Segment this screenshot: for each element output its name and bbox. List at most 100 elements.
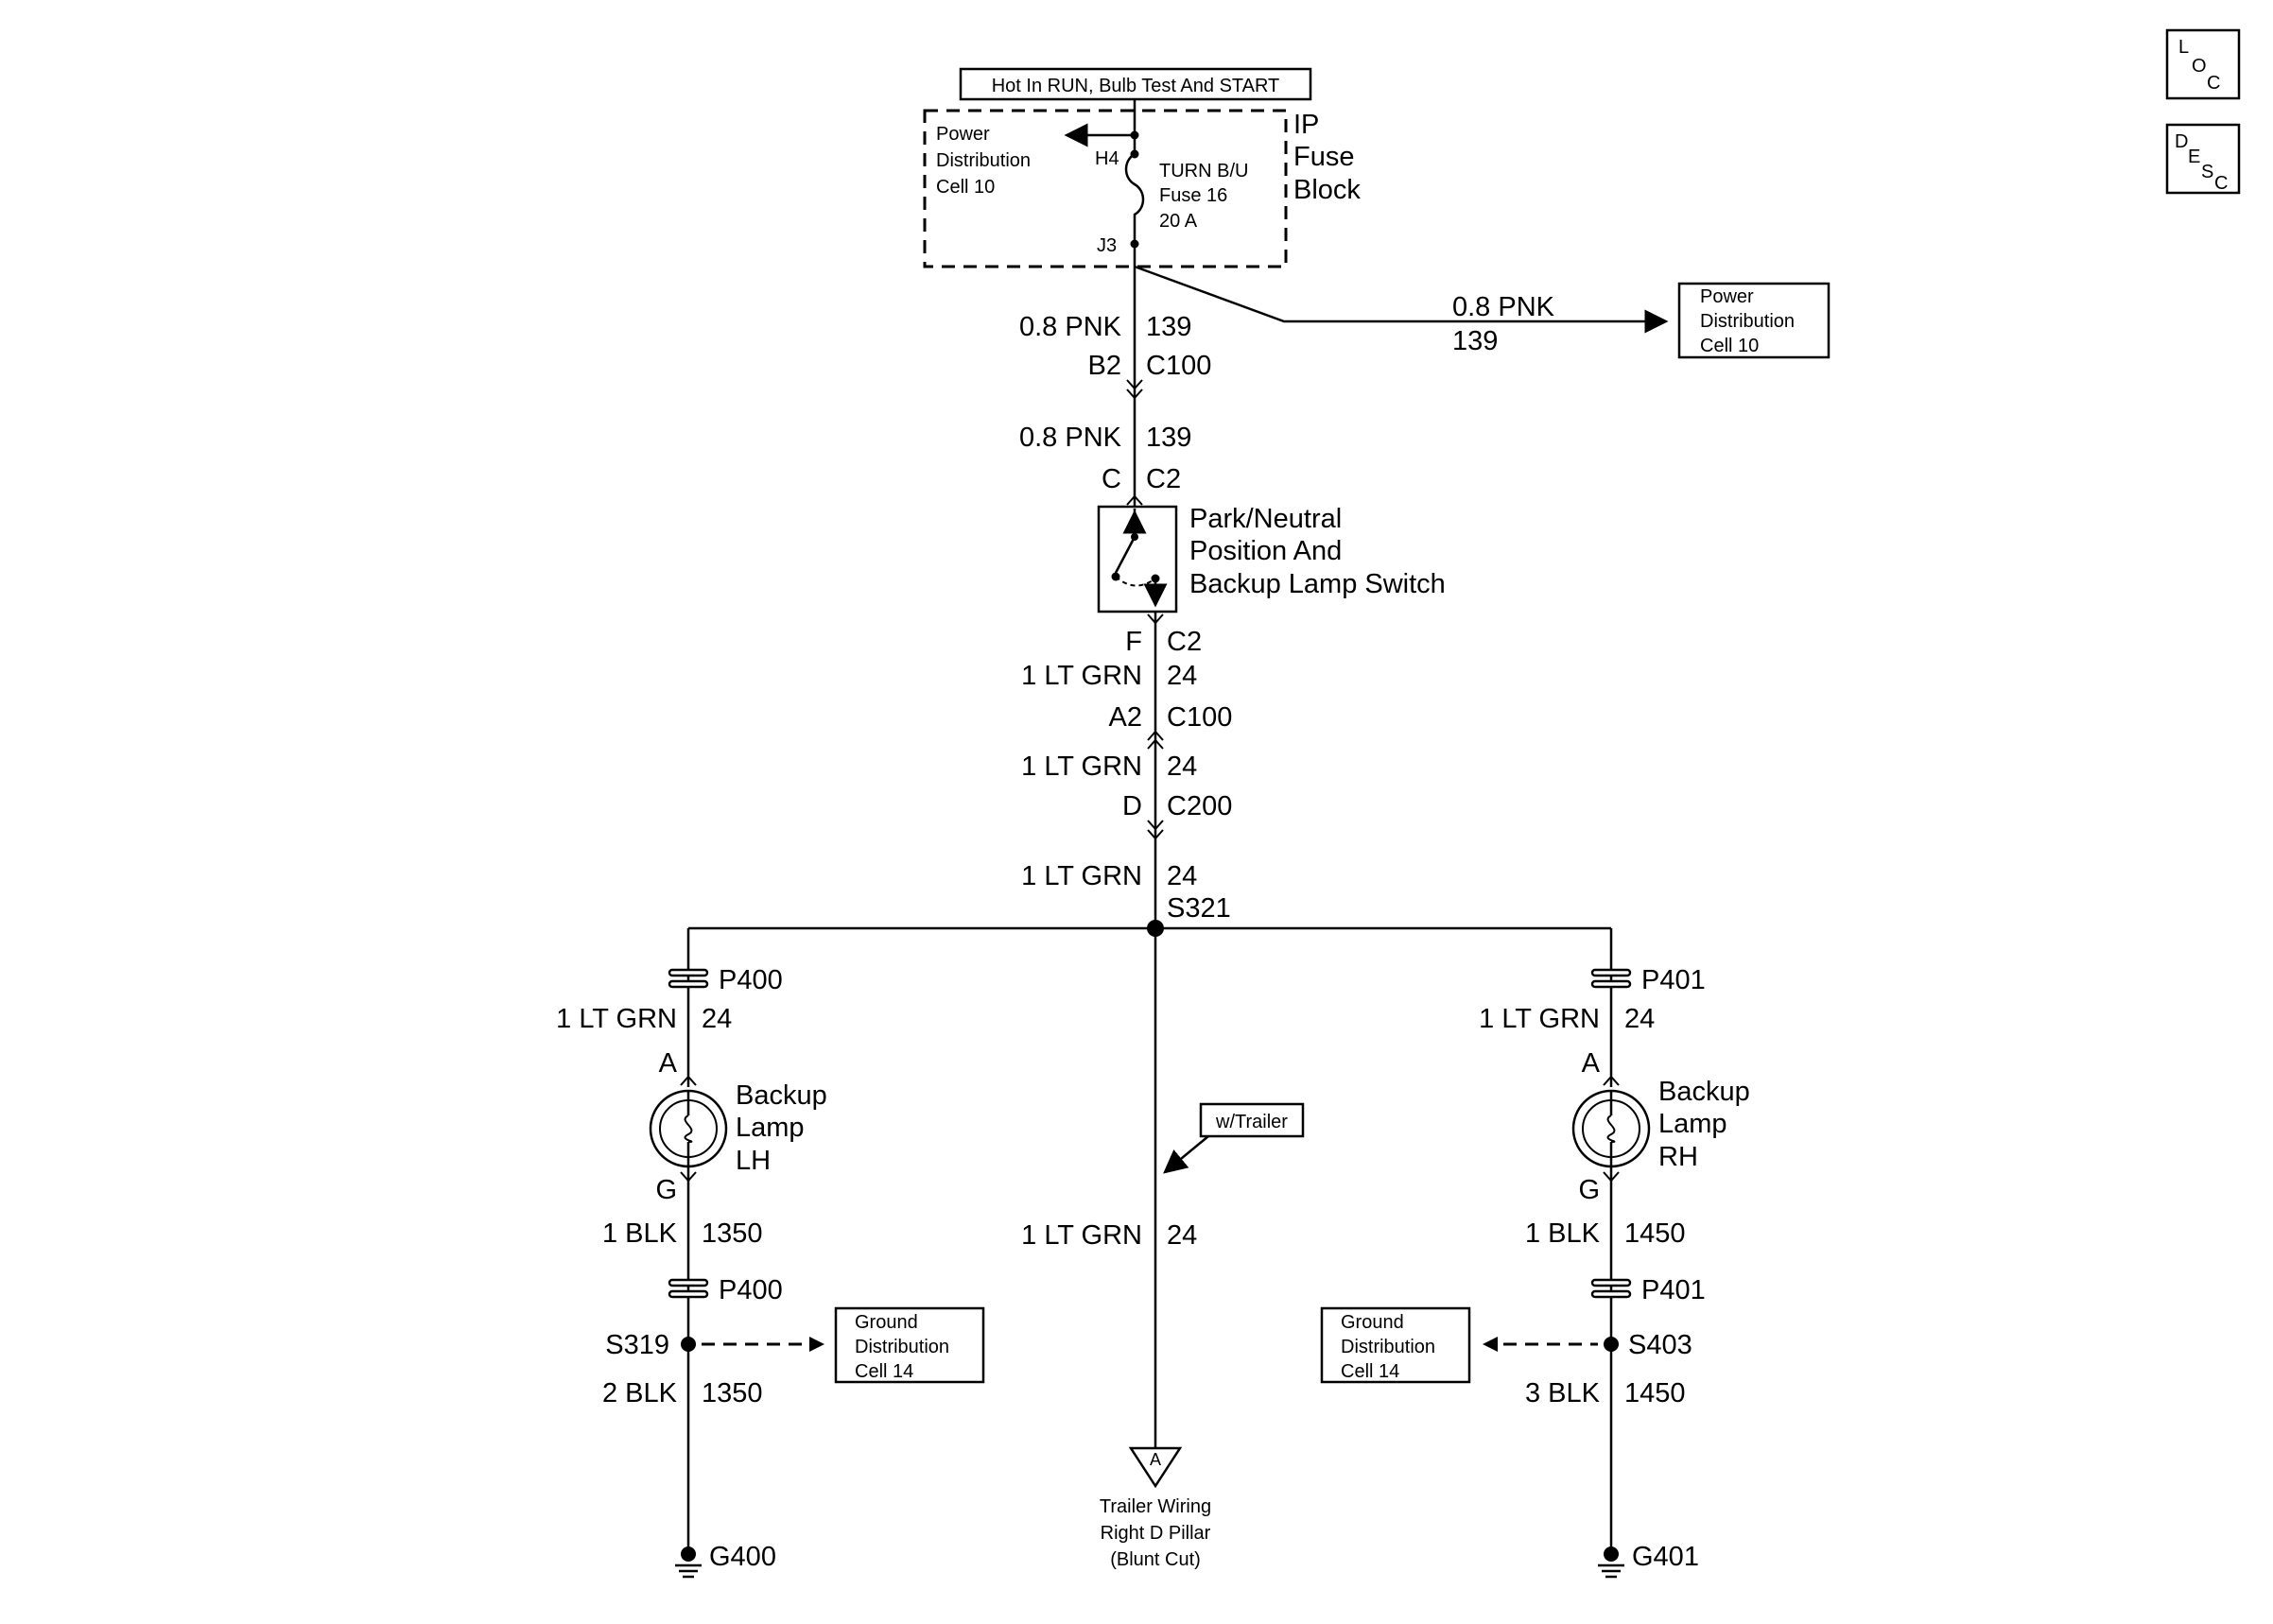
- right-ground-box-line-3: Cell 14: [1341, 1361, 1399, 1382]
- desc-icon[interactable]: D E S C: [2165, 123, 2241, 195]
- left-gauge-mid: 1 BLK: [602, 1218, 678, 1249]
- fuse-block-name-2: Fuse: [1293, 142, 1354, 172]
- power-dist-box-line-3: Cell 10: [1700, 336, 1759, 356]
- fuse-name-1: TURN B/U: [1159, 161, 1248, 181]
- c100-bottom-conn: C100: [1167, 702, 1232, 733]
- trailer-gauge: 1 LT GRN: [1021, 1220, 1142, 1251]
- trailer-label-1: Trailer Wiring: [1100, 1496, 1211, 1517]
- c200-connector-icon: [1147, 820, 1164, 840]
- right-p401-top-connector-icon: [1590, 968, 1632, 989]
- trailer-label-2: Right D Pillar: [1101, 1523, 1211, 1544]
- right-ground-icon: [1598, 1546, 1624, 1579]
- seg2-circuit: 139: [1146, 423, 1191, 453]
- right-splice-dot: [1604, 1337, 1619, 1352]
- fuse-name-2: Fuse 16: [1159, 185, 1227, 206]
- right-ground-box-line-1: Ground: [1341, 1312, 1404, 1333]
- seg5-gauge: 1 LT GRN: [1021, 861, 1142, 891]
- seg2-gauge: 0.8 PNK: [1019, 423, 1122, 453]
- fuse-power-dist-2: Distribution: [936, 150, 1031, 171]
- switch-bottom-pin: F: [1125, 627, 1142, 657]
- left-circuit-bottom: 1350: [702, 1378, 763, 1408]
- left-pin-g: G: [655, 1175, 677, 1205]
- switch-bottom-connector-icon: [1147, 613, 1164, 625]
- switch-travel-arc: [1115, 576, 1156, 587]
- left-circuit-mid: 1350: [702, 1218, 763, 1249]
- c100-top-conn: C100: [1146, 351, 1211, 381]
- right-ground-distribution-box[interactable]: Ground Distribution Cell 14: [1320, 1306, 1471, 1384]
- right-gauge-bottom: 3 BLK: [1525, 1378, 1601, 1408]
- fuse-power-dist-1: Power: [936, 124, 990, 145]
- left-circuit-top: 24: [702, 1004, 732, 1034]
- fuse-name-3: 20 A: [1159, 211, 1198, 232]
- power-dist-branch-wire: [1134, 265, 1669, 334]
- desc-letter-e: E: [2188, 147, 2200, 167]
- fuse-power-dist-3: Cell 10: [936, 177, 995, 198]
- left-connector-bottom: P400: [719, 1275, 783, 1305]
- power-dist-box-line-1: Power: [1700, 286, 1754, 307]
- switch-top-conn: C2: [1146, 464, 1181, 494]
- seg4-circuit: 24: [1167, 752, 1197, 782]
- left-ground-dist-arrow: [809, 1337, 824, 1352]
- right-splice: S403: [1628, 1330, 1692, 1360]
- fuse-pin-j3: J3: [1097, 235, 1117, 256]
- seg1-circuit: 139: [1146, 312, 1191, 342]
- switch-top-pin: C: [1102, 464, 1121, 494]
- w-trailer-option-box: w/Trailer: [1199, 1102, 1305, 1138]
- power-dist-box-line-2: Distribution: [1700, 311, 1795, 332]
- left-ground-icon: [675, 1546, 702, 1579]
- trailer-terminal-icon: A: [1128, 1446, 1183, 1489]
- right-lamp-label-1: Backup: [1658, 1077, 1750, 1107]
- left-pin-a: A: [659, 1048, 678, 1079]
- left-splice: S319: [605, 1330, 669, 1360]
- loc-letter-l: L: [2178, 37, 2189, 58]
- left-lamp-label-2: Lamp: [736, 1113, 805, 1143]
- left-connector-top: P400: [719, 965, 783, 995]
- left-ground-box-line-3: Cell 14: [855, 1361, 913, 1382]
- right-circuit-mid: 1450: [1624, 1218, 1686, 1249]
- right-ground-label: G401: [1632, 1542, 1699, 1572]
- right-circuit-bottom: 1450: [1624, 1378, 1686, 1408]
- fuse-block-name-1: IP: [1293, 110, 1319, 140]
- left-lamp-label-1: Backup: [736, 1080, 827, 1111]
- c100-top-pin: B2: [1088, 351, 1121, 381]
- right-ground-box-line-2: Distribution: [1341, 1337, 1435, 1357]
- right-connector-bottom: P401: [1641, 1275, 1706, 1305]
- c100-bottom-connector-icon: [1147, 730, 1164, 750]
- fuse-block-outline: [923, 109, 1288, 268]
- left-ground-distribution-box[interactable]: Ground Distribution Cell 14: [834, 1306, 985, 1384]
- trailer-label-3: (Blunt Cut): [1110, 1549, 1201, 1570]
- right-pin-a: A: [1582, 1048, 1601, 1079]
- left-ground-box-line-1: Ground: [855, 1312, 918, 1333]
- w-trailer-label: w/Trailer: [1215, 1112, 1288, 1132]
- right-lamp-label-2: Lamp: [1658, 1109, 1727, 1139]
- splice-s321: S321: [1167, 893, 1231, 924]
- switch-label-3: Backup Lamp Switch: [1189, 569, 1446, 599]
- seg1-gauge: 0.8 PNK: [1019, 312, 1122, 342]
- trailer-circuit: 24: [1167, 1220, 1197, 1251]
- left-p400-top-connector-icon: [668, 968, 709, 989]
- switch-top-connector-icon: [1126, 494, 1143, 506]
- seg5-circuit: 24: [1167, 861, 1197, 891]
- c100-top-connector-icon: [1126, 379, 1143, 400]
- right-connector-top: P401: [1641, 965, 1706, 995]
- loc-icon[interactable]: L O C: [2165, 28, 2241, 100]
- power-dist-cell-10-box[interactable]: Power Distribution Cell 10: [1677, 282, 1831, 359]
- left-splice-dot: [681, 1337, 696, 1352]
- right-lamp-top-connector-icon: [1603, 1075, 1620, 1086]
- left-gauge-top: 1 LT GRN: [556, 1004, 677, 1034]
- seg3-circuit: 24: [1167, 661, 1197, 691]
- fuse-pin-h4: H4: [1095, 148, 1119, 169]
- desc-letter-c: C: [2214, 173, 2228, 194]
- c200-conn: C200: [1167, 791, 1232, 821]
- left-lamp-top-connector-icon: [680, 1075, 697, 1086]
- switch-bottom-conn: C2: [1167, 627, 1202, 657]
- right-pin-g: G: [1578, 1175, 1600, 1205]
- switch-label-1: Park/Neutral: [1189, 504, 1342, 534]
- c200-pin: D: [1122, 791, 1142, 821]
- desc-letter-d: D: [2175, 131, 2188, 152]
- right-lamp-label-3: RH: [1658, 1142, 1698, 1172]
- right-ground-dist-arrow: [1483, 1337, 1498, 1352]
- left-gauge-bottom: 2 BLK: [602, 1378, 678, 1408]
- hot-in-run-text: Hot In RUN, Bulb Test And START: [992, 76, 1280, 96]
